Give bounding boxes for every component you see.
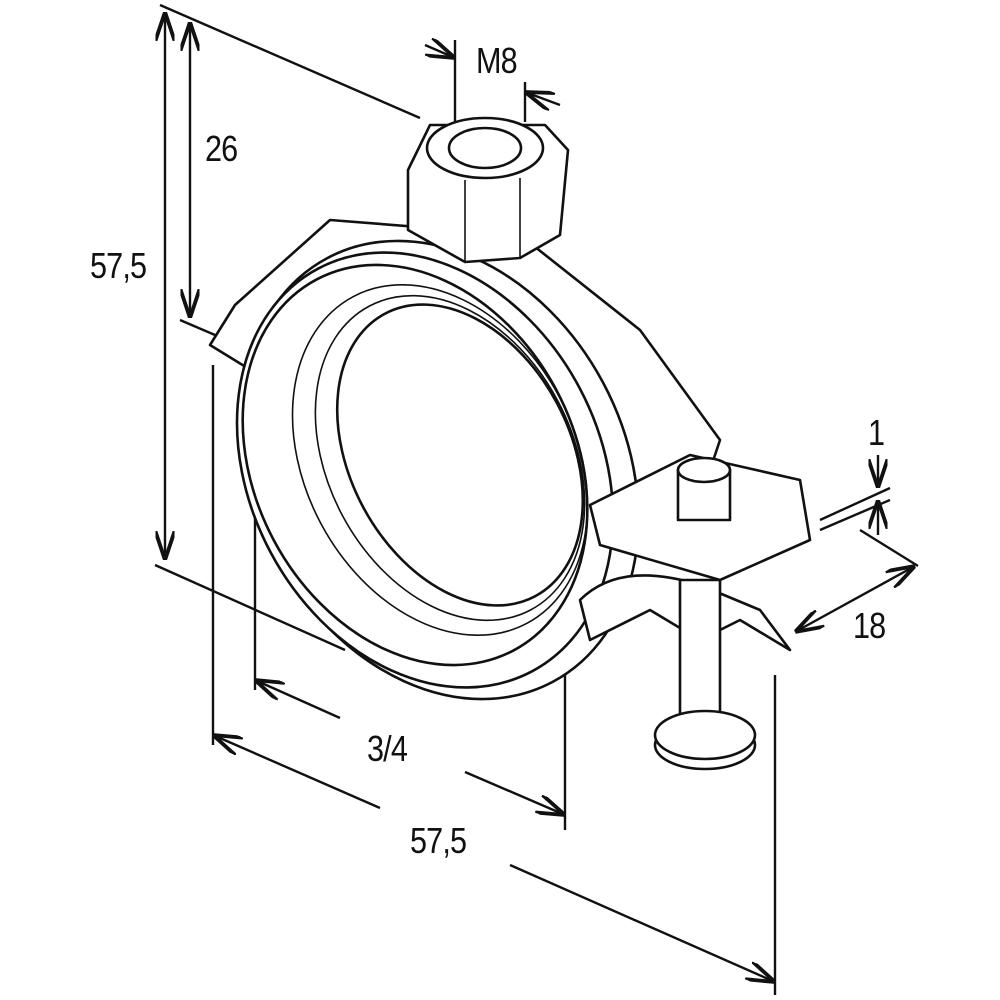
- dimension-lines: [154, 3, 918, 995]
- dimension-pipe-size-label: 3/4: [367, 728, 408, 769]
- dimension-band-width-label: 18: [853, 605, 886, 646]
- dimension-height-center-label: 26: [205, 128, 238, 169]
- dimension-thread-label: M8: [476, 40, 518, 81]
- hex-nut: [406, 116, 570, 264]
- dimension-overall-height-label: 57,5: [90, 245, 147, 286]
- clamp-band: [208, 218, 722, 701]
- dimension-overall-width-label: 57,5: [410, 820, 467, 861]
- bolt: [653, 456, 757, 771]
- dimension-thickness-label: 1: [868, 412, 885, 453]
